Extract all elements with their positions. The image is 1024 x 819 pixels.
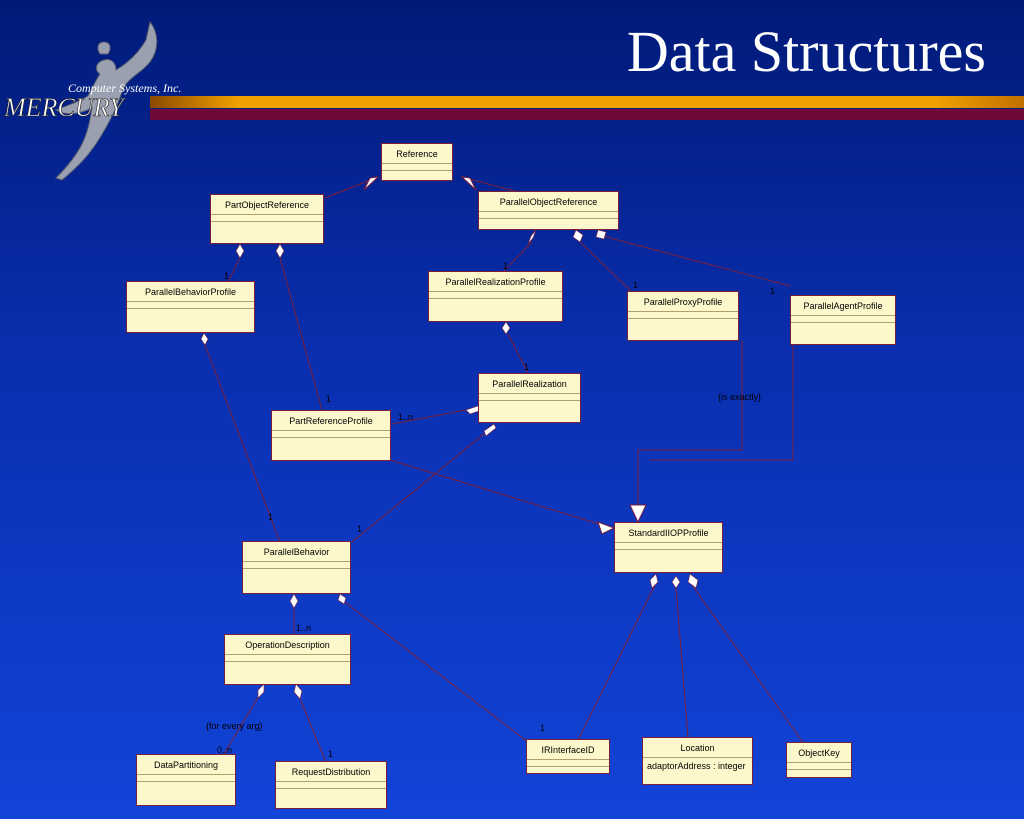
header-bar-gold — [150, 96, 1024, 108]
header-bar-maroon — [150, 109, 1024, 120]
multiplicity-label: 1 — [328, 749, 334, 759]
class-part-reference-profile-name: PartReferenceProfile — [272, 411, 390, 431]
class-object-key-name: ObjectKey — [787, 743, 851, 763]
slide-title: Data Structures — [626, 19, 986, 84]
class-parallel-behavior-profile-name: ParallelBehaviorProfile — [127, 282, 254, 302]
class-parallel-object-reference[interactable]: ParallelObjectReference — [478, 191, 619, 230]
multiplicity-label: 1..n — [296, 623, 312, 633]
class-location-name: Location — [643, 738, 752, 758]
class-operation-description-name: OperationDescription — [225, 635, 350, 655]
mercury-logo: Computer Systems, Inc. MERCURY — [3, 20, 181, 181]
constraint-label: {for every arg} — [206, 721, 263, 731]
class-ir-interface-id[interactable]: IRInterfaceID — [526, 739, 610, 774]
class-parallel-agent-profile-name: ParallelAgentProfile — [791, 296, 895, 316]
multiplicity-label: 1 — [224, 271, 230, 281]
class-parallel-behavior-name: ParallelBehavior — [243, 542, 350, 562]
class-reference-name: Reference — [382, 144, 452, 164]
class-operation-description[interactable]: OperationDescription — [224, 634, 351, 685]
multiplicity-label: 0..n — [217, 745, 233, 755]
class-standard-iiop-profile-name: StandardIIOPProfile — [615, 523, 722, 543]
constraint-label: {is exactly} — [718, 392, 762, 402]
multiplicity-label: 1 — [524, 362, 530, 372]
class-part-object-reference-name: PartObjectReference — [211, 195, 323, 215]
mercury-figure-icon — [54, 20, 158, 181]
class-part-object-reference[interactable]: PartObjectReference — [210, 194, 324, 244]
class-object-key[interactable]: ObjectKey — [786, 742, 852, 778]
class-standard-iiop-profile[interactable]: StandardIIOPProfile — [614, 522, 723, 573]
class-part-reference-profile[interactable]: PartReferenceProfile — [271, 410, 391, 461]
class-parallel-realization-name: ParallelRealization — [479, 374, 580, 394]
class-request-distribution[interactable]: RequestDistribution — [275, 761, 387, 809]
logo-company-text: Computer Systems, Inc. — [68, 81, 181, 95]
class-reference[interactable]: Reference — [381, 143, 453, 181]
class-parallel-proxy-profile-name: ParallelProxyProfile — [628, 292, 738, 312]
multiplicity-label: 1 — [503, 261, 509, 271]
class-ir-interface-id-name: IRInterfaceID — [527, 740, 609, 760]
multiplicity-label: 1 — [268, 512, 274, 522]
class-data-partitioning-name: DataPartitioning — [137, 755, 235, 775]
logo-brand-text: MERCURY — [3, 93, 126, 122]
multiplicity-label: 1 — [357, 524, 363, 534]
class-parallel-realization-profile-name: ParallelRealizationProfile — [429, 272, 562, 292]
class-request-distribution-name: RequestDistribution — [276, 762, 386, 782]
multiplicity-label: 1 — [326, 394, 332, 404]
class-parallel-behavior[interactable]: ParallelBehavior — [242, 541, 351, 594]
multiplicity-label: 1 — [633, 280, 639, 290]
class-location[interactable]: Location adaptorAddress : integer — [642, 737, 753, 785]
multiplicity-label: 1 — [770, 286, 776, 296]
class-parallel-behavior-profile[interactable]: ParallelBehaviorProfile — [126, 281, 255, 333]
class-data-partitioning[interactable]: DataPartitioning — [136, 754, 236, 806]
class-location-attribute: adaptorAddress : integer — [647, 761, 746, 771]
class-parallel-realization[interactable]: ParallelRealization — [478, 373, 581, 423]
class-parallel-proxy-profile[interactable]: ParallelProxyProfile — [627, 291, 739, 341]
multiplicity-label: 1..n — [398, 412, 414, 422]
class-parallel-realization-profile[interactable]: ParallelRealizationProfile — [428, 271, 563, 322]
multiplicity-label: 1 — [540, 723, 546, 733]
class-parallel-object-reference-name: ParallelObjectReference — [479, 192, 618, 212]
class-parallel-agent-profile[interactable]: ParallelAgentProfile — [790, 295, 896, 345]
